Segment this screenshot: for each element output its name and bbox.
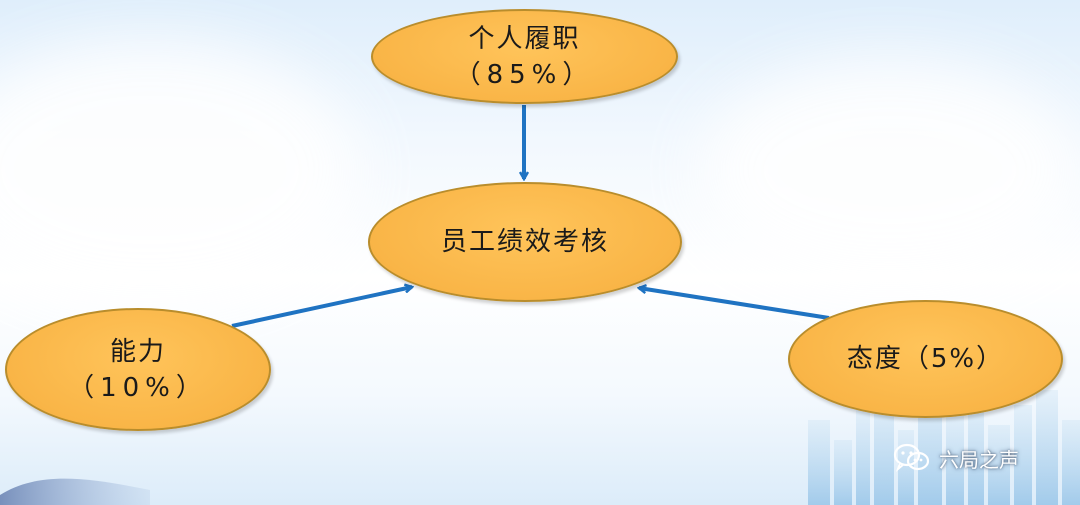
watermark: 六局之声 [893,443,1019,473]
node-percent: （10%） [68,372,208,403]
arrow-right-to-center [639,288,830,320]
node-employee-assessment: 员工绩效考核 [368,182,682,302]
node-percent: （85%） [454,59,595,90]
node-title: 个人履职 [468,23,581,54]
arrow-left-to-center [231,287,412,328]
wechat-icon [893,443,930,473]
node-attitude: 态度（5%） [788,300,1063,418]
node-ability: 能力 （10%） [5,308,271,431]
city-skyline [808,385,1080,505]
node-personal-performance: 个人履职 （85%） [371,9,678,104]
watermark-text: 六局之声 [939,447,1019,472]
node-title: 态度（5%） [846,344,1005,374]
node-title: 员工绩效考核 [440,227,609,257]
node-title: 能力 [109,336,166,367]
background-haze [700,60,1080,280]
background-haze [0,40,360,300]
swoosh [0,478,150,505]
